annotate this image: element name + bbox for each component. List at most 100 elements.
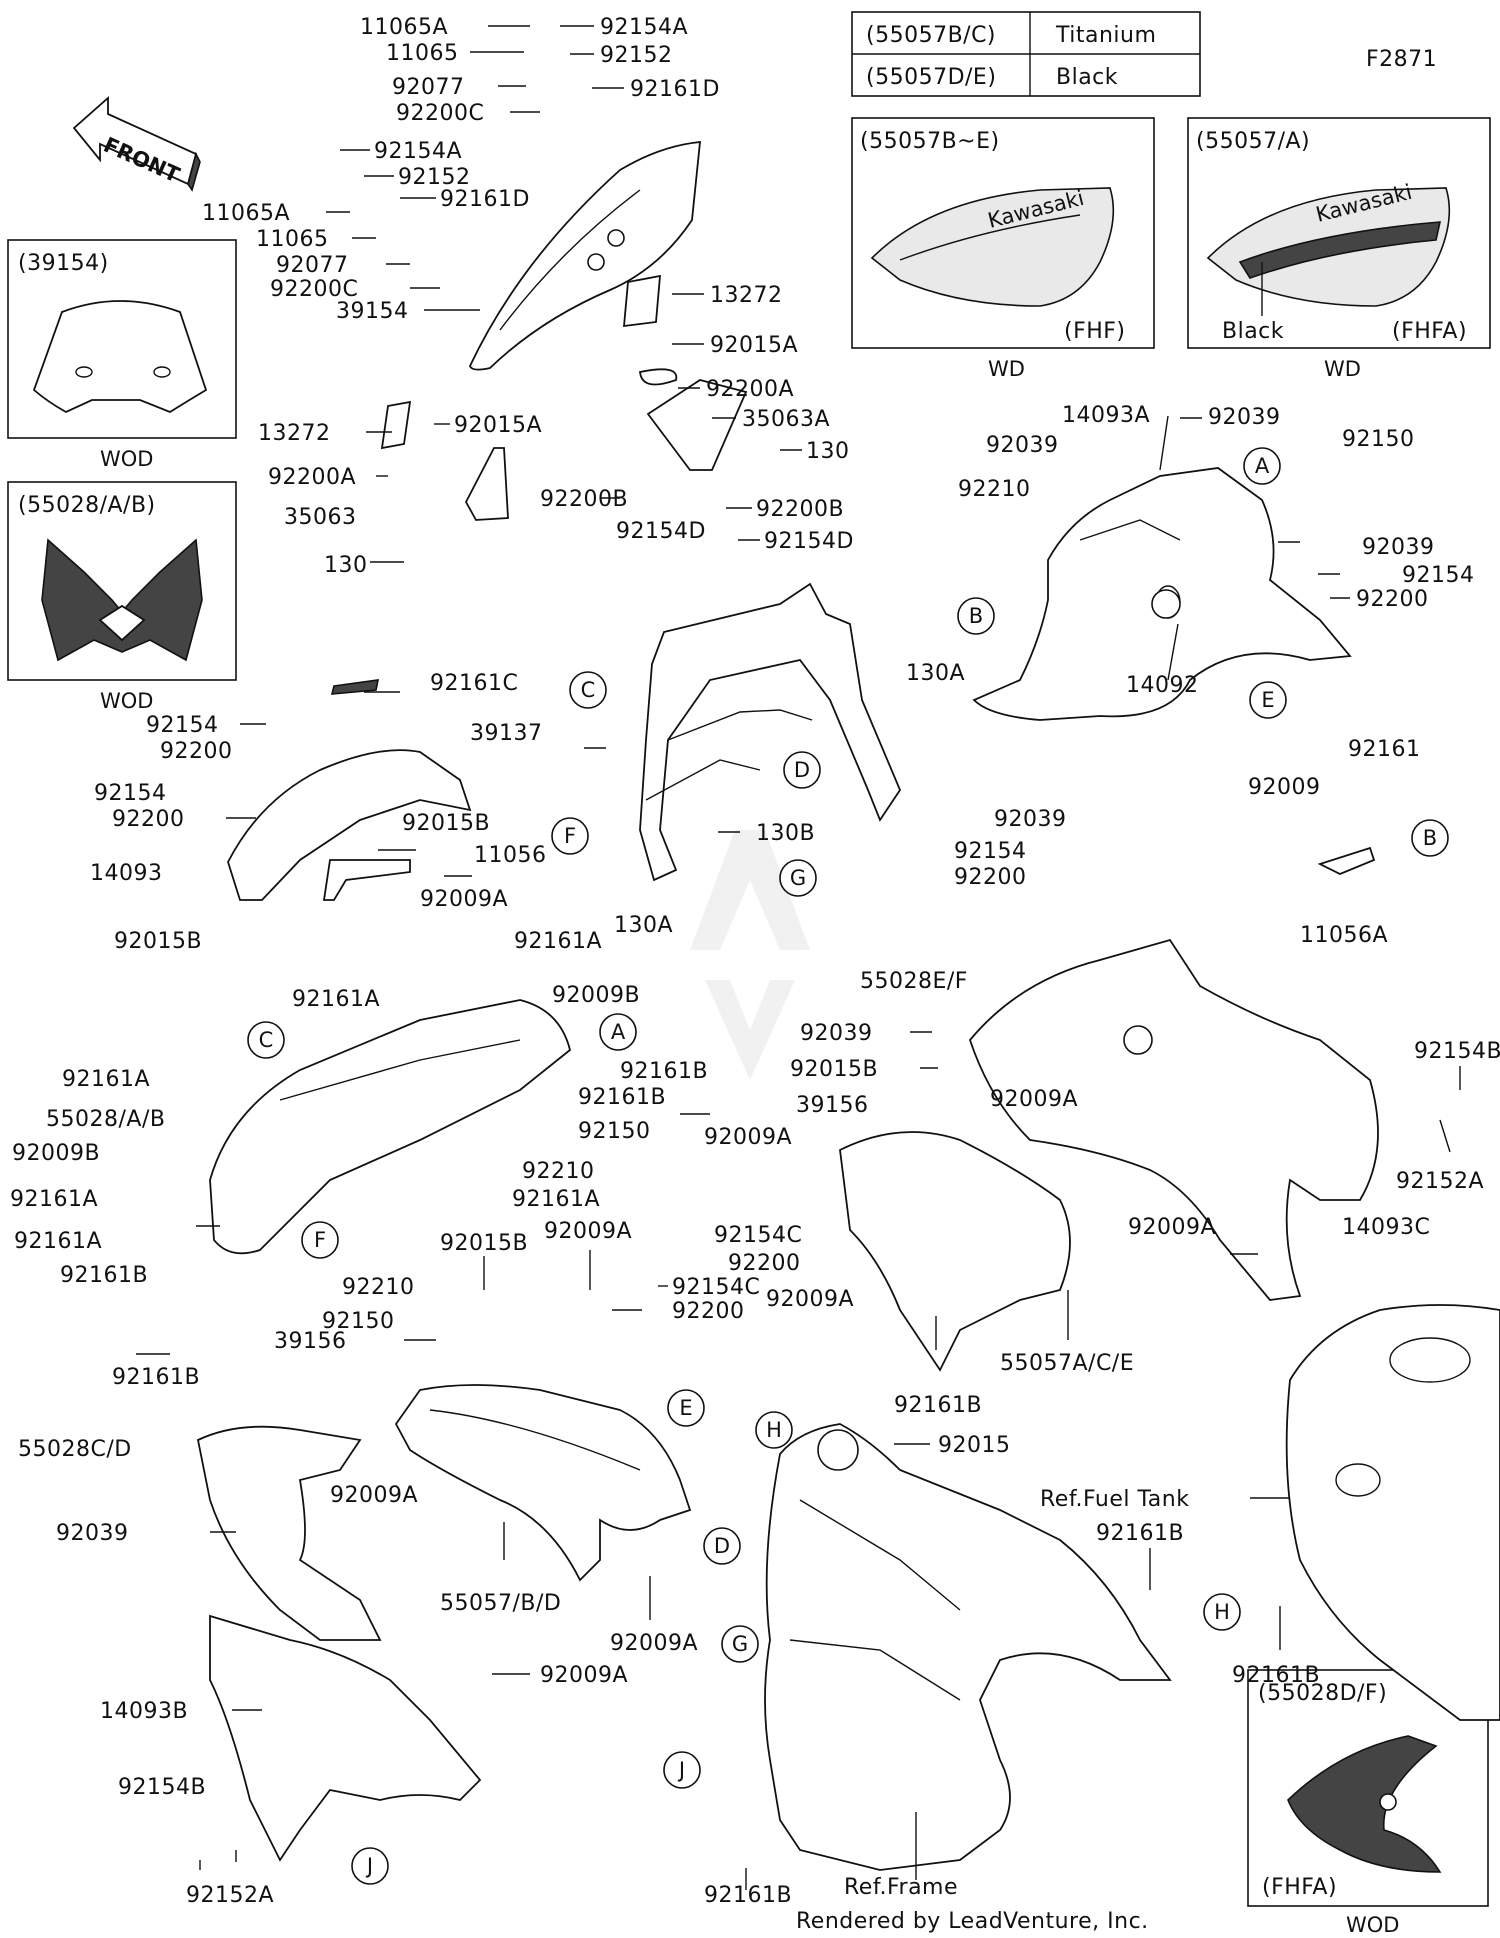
svg-text:A: A xyxy=(1255,454,1270,478)
label-14093a: 14093A xyxy=(1062,403,1150,428)
circle-ref-e-1: E xyxy=(1249,681,1287,719)
label-92161b-5: 92161B xyxy=(894,1393,982,1418)
circle-ref-a-2: A xyxy=(599,1013,637,1051)
fuel-tank-reference xyxy=(1285,1304,1500,1721)
label-11065a-1: 11065A xyxy=(360,15,448,40)
circle-ref-b-1: B xyxy=(957,597,995,635)
svg-text:G: G xyxy=(790,866,806,890)
part-labels: 11065A 11065 92077 92200C 92154A 92152 9… xyxy=(10,15,1500,1908)
svg-text:H: H xyxy=(766,1418,782,1442)
stay-39137 xyxy=(639,582,902,882)
color-table: (55057B/C) Titanium (55057D/E) Black xyxy=(851,11,1201,97)
label-13272-2: 13272 xyxy=(258,421,331,446)
circle-ref-j-1: J xyxy=(663,1751,701,1789)
circle-ref-h-1: H xyxy=(755,1411,793,1449)
label-92161b-8: 92161B xyxy=(704,1883,792,1908)
label-39156-1: 39156 xyxy=(796,1093,869,1118)
label-92077-1: 92077 xyxy=(392,75,465,100)
figure-code: F2871 xyxy=(1366,47,1437,72)
label-11056a: 11056A xyxy=(1300,923,1388,948)
bracket-11056 xyxy=(322,859,411,901)
label-39137: 39137 xyxy=(470,721,543,746)
label-92015b-3: 92015B xyxy=(790,1057,878,1082)
svg-text:B: B xyxy=(969,604,983,628)
label-92039-6: 92039 xyxy=(56,1521,129,1546)
circle-ref-f-2: F xyxy=(301,1221,339,1259)
label-92161a-1: 92161A xyxy=(514,929,602,954)
label-92009b-2: 92009B xyxy=(12,1141,100,1166)
color-table-code-1: (55057D/E) xyxy=(866,65,996,90)
lower-cowl-14093b xyxy=(209,1614,482,1862)
inset-55028df-badge: (FHFA) xyxy=(1262,1875,1337,1900)
svg-text:F: F xyxy=(314,1228,326,1252)
svg-text:E: E xyxy=(1261,688,1274,712)
inner-cover-14093 xyxy=(227,749,472,901)
svg-text:F: F xyxy=(564,824,576,848)
label-55028cd: 55028C/D xyxy=(18,1437,132,1462)
label-92200-3: 92200 xyxy=(160,739,233,764)
side-fairing-fhf xyxy=(870,187,1115,307)
label-92152-1: 92152 xyxy=(600,43,673,68)
windshield-front-view xyxy=(32,300,208,414)
label-92039-1: 92039 xyxy=(1208,405,1281,430)
inset-55028: (55028/A/B) xyxy=(7,481,237,681)
grommet-14092 xyxy=(1151,589,1181,619)
label-92200-2: 92200 xyxy=(954,865,1027,890)
label-92200a-2: 92200A xyxy=(268,465,356,490)
inset-39154-title: (39154) xyxy=(18,251,109,276)
label-92009a-2: 92009A xyxy=(990,1087,1078,1112)
label-92154a-2: 92154A xyxy=(374,139,462,164)
label-92009: 92009 xyxy=(1248,775,1321,800)
label-92154d-2: 92154D xyxy=(616,519,706,544)
label-92161a-5: 92161A xyxy=(512,1187,600,1212)
label-92161b-1: 92161B xyxy=(620,1059,708,1084)
label-92009a-3: 92009A xyxy=(704,1125,792,1150)
circle-ref-c-1: C xyxy=(569,671,607,709)
label-92200a-1: 92200A xyxy=(706,377,794,402)
label-92161d-2: 92161D xyxy=(440,187,530,212)
circle-ref-e-2: E xyxy=(667,1389,705,1427)
label-11065-2: 11065 xyxy=(256,227,329,252)
label-14093b: 14093B xyxy=(100,1699,188,1724)
circle-ref-h-2: H xyxy=(1203,1593,1241,1631)
label-92015a-1: 92015A xyxy=(710,333,798,358)
label-92154c-2: 92154C xyxy=(672,1275,760,1300)
label-92152a-1: 92152A xyxy=(1396,1169,1484,1194)
label-92161: 92161 xyxy=(1348,737,1421,762)
side-cowl-55028ef xyxy=(968,938,1379,1301)
side-fairing-55057bd xyxy=(394,1384,692,1582)
label-92210-1: 92210 xyxy=(958,477,1031,502)
label-92150-1: 92150 xyxy=(1342,427,1415,452)
label-92154-2: 92154 xyxy=(954,839,1027,864)
bracket-35063a xyxy=(646,379,748,471)
front-arrow-icon: FRONT xyxy=(72,96,201,192)
circle-ref-d-1: D xyxy=(783,751,821,789)
inset-fhfa: (55057/A) Kawasaki Black (FHFA) xyxy=(1187,117,1491,349)
side-cowl-front-view xyxy=(1287,1735,1442,1873)
label-92039-5: 92039 xyxy=(800,1021,873,1046)
inset-fhfa-badge: (FHFA) xyxy=(1392,319,1467,344)
label-55057bd: 55057/B/D xyxy=(440,1591,561,1616)
inset-fhfa-title: (55057/A) xyxy=(1196,129,1310,154)
label-92015b-4: 92015B xyxy=(440,1231,528,1256)
circle-ref-f-1: F xyxy=(551,817,589,855)
label-35063a: 35063A xyxy=(742,407,830,432)
clip-13272-left xyxy=(380,400,412,450)
inset-fhf-title: (55057B~E) xyxy=(860,129,1000,154)
circle-ref-g-2: G xyxy=(721,1625,759,1663)
label-11065a-2: 11065A xyxy=(202,201,290,226)
label-35063: 35063 xyxy=(284,505,357,530)
circle-ref-d-2: D xyxy=(703,1527,741,1565)
label-92154d-1: 92154D xyxy=(764,529,854,554)
label-39156-2: 39156 xyxy=(274,1329,347,1354)
label-130-1: 130 xyxy=(806,439,850,464)
label-92200-6: 92200 xyxy=(672,1299,745,1324)
inset-fhf-caption: WD xyxy=(988,357,1025,381)
label-92154-4: 92154 xyxy=(94,781,167,806)
circle-ref-a-1: A xyxy=(1243,447,1281,485)
label-92009a-9: 92009A xyxy=(540,1663,628,1688)
inset-55028-caption: WOD xyxy=(100,689,153,713)
svg-text:D: D xyxy=(714,1534,730,1558)
label-92154c-1: 92154C xyxy=(714,1223,802,1248)
label-92161b-4: 92161B xyxy=(112,1365,200,1390)
